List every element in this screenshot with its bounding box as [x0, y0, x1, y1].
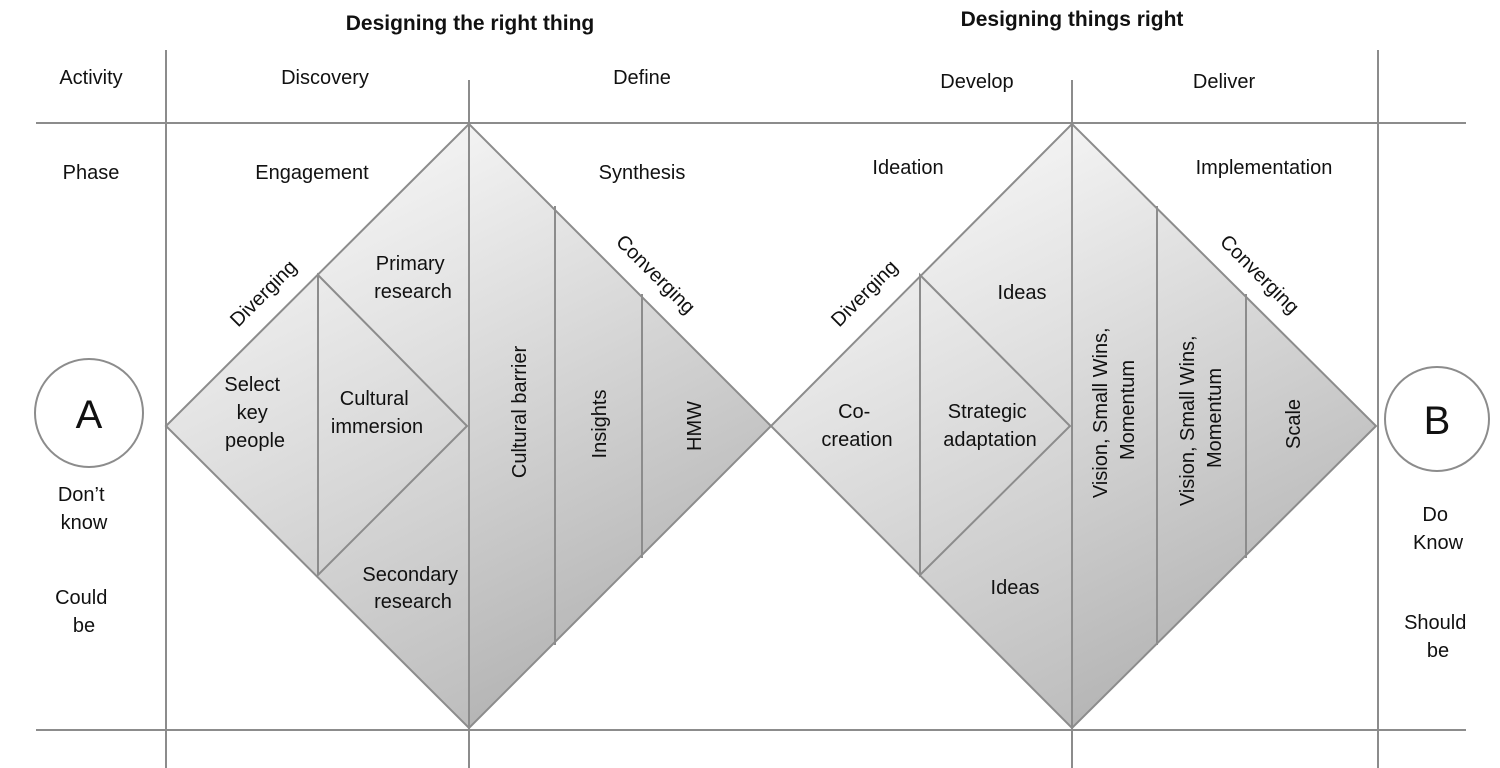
- phase-synthesis: Synthesis: [599, 162, 686, 184]
- primary-research-label: Primary research: [374, 253, 452, 303]
- select-key-people-label: Select key people: [224, 374, 285, 452]
- converging-triangle-1: [468, 121, 773, 731]
- phase-ideation: Ideation: [872, 157, 943, 179]
- phase-implementation: Implementation: [1196, 157, 1333, 179]
- column-discovery: Discovery: [281, 67, 369, 89]
- diamond-discover-define: [164, 121, 773, 731]
- converging-triangle-2: [1071, 121, 1378, 731]
- inner-triangle-2: [919, 272, 1072, 578]
- end-circle: [1384, 366, 1490, 472]
- start-circle: [34, 358, 144, 468]
- vision-momentum-label-1: Vision, Small Wins, Momentum: [1090, 322, 1139, 498]
- column-deliver: Deliver: [1193, 71, 1256, 93]
- end-point: B: [1384, 366, 1490, 472]
- column-activity: Activity: [59, 67, 122, 89]
- column-develop: Develop: [940, 71, 1013, 93]
- vision-momentum-label-2: Vision, Small Wins, Momentum: [1177, 330, 1226, 506]
- scale-label: Scale: [1283, 399, 1305, 449]
- end-state-should-be: Should be: [1404, 612, 1472, 662]
- hmw-label: HMW: [684, 401, 706, 451]
- strategic-adaptation-label: Strategic adaptation: [943, 401, 1036, 451]
- phase-engagement: Engagement: [255, 162, 369, 184]
- end-letter: B: [1424, 399, 1451, 443]
- title-designing-things-right: Designing things right: [961, 8, 1184, 31]
- start-point: A: [34, 358, 144, 468]
- ideas-bottom-label: Ideas: [991, 577, 1040, 599]
- end-state-do-know: Do Know: [1413, 504, 1464, 554]
- start-state-dont-know: Don’t know: [58, 484, 110, 534]
- column-define: Define: [613, 67, 671, 89]
- co-creation-label: Co- creation: [821, 401, 892, 451]
- cultural-immersion-label: Cultural immersion: [331, 388, 423, 438]
- start-state-could-be: Could be: [55, 587, 113, 637]
- diverging-triangle-2: [769, 121, 1073, 731]
- secondary-research-label: Secondary research: [362, 564, 463, 613]
- start-letter: A: [76, 393, 103, 437]
- cultural-barrier-label: Cultural barrier: [509, 346, 531, 479]
- title-designing-right-thing: Designing the right thing: [346, 12, 594, 35]
- diamond-develop-deliver: [769, 121, 1378, 731]
- inner-triangle-1: [317, 272, 469, 578]
- ideas-top-label: Ideas: [998, 282, 1047, 304]
- phase-label: Phase: [63, 162, 120, 184]
- insights-label: Insights: [589, 390, 611, 459]
